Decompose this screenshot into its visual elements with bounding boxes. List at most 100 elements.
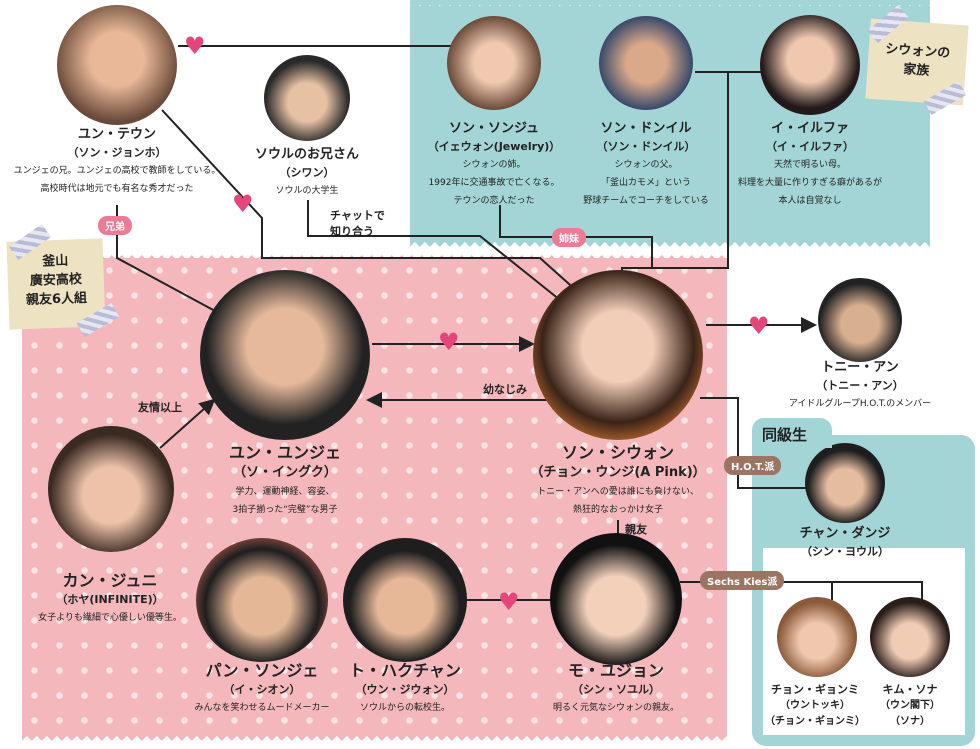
more-than-friends-label: 友情以上	[138, 401, 182, 414]
zigzag-edge	[410, 0, 930, 6]
person-desc: 学力、運動神経、容姿、	[235, 487, 335, 497]
person-name: ソウルのお兄さん	[254, 147, 359, 162]
childhood-friend-label: 幼なじみ	[483, 383, 527, 396]
sisters-badge: 姉妹	[552, 228, 586, 247]
person-desc: ソウルからの転校生。	[359, 703, 450, 713]
zigzag-edge	[22, 736, 727, 744]
line-seoul-siwon	[307, 200, 561, 301]
photo-danji	[805, 443, 885, 523]
chat-label: チャットで 知り合う	[330, 208, 385, 240]
person-name: ソン・ソンジュ	[448, 121, 540, 136]
person-actor: （トニー・アン）	[816, 379, 904, 392]
person-desc: 料理を大量に作りすぎる癖があるが	[737, 178, 882, 188]
person-yujeong: モ・ユジョン （シン・ソユル） 明るく元気なシウォンの親友。	[486, 660, 746, 717]
heart-icon: ♥	[438, 328, 460, 356]
person-desc: 高校時代は地元でも有名な秀才だった	[40, 184, 194, 194]
person-name: カン・ジュニ	[62, 571, 158, 590]
person-junhee: カン・ジュニ （ホヤ(INFINITE)） 女子よりも繊細で心優しい優等生。	[0, 570, 240, 627]
person-dongil: ソン・ドンイル （ソン・ドンイル） シウォンの父。 「釜山カモメ」という 野球チ…	[516, 119, 776, 210]
zigzag-edge	[410, 242, 930, 252]
person-actor: （シワン）	[279, 166, 335, 179]
person-taewoong: ユン・テウン （ソン・ジョンホ） ユンジェの兄。ユンジェの高校で教師をしている。…	[0, 125, 247, 198]
person-name: パン・ソンジェ	[205, 661, 319, 680]
heart-icon: ♥	[184, 32, 206, 60]
person-name: キム・ソナ	[882, 683, 938, 696]
person-desc: 本人は自覚なし	[778, 196, 842, 206]
brothers-badge: 兄弟	[98, 216, 132, 235]
person-name: チャン・ダンジ	[799, 526, 891, 541]
person-desc: シウォンの姉。	[462, 160, 526, 170]
person-actor: （イ・シオン）	[223, 683, 301, 696]
person-actor: （ソン・ドンイル）	[596, 140, 696, 153]
person-actor: （シン・ヨウル）	[801, 545, 889, 558]
hot-fan-badge: H.O.T.派	[724, 456, 782, 475]
heart-icon: ♥	[232, 190, 254, 218]
photo-yunje	[200, 270, 370, 440]
photo-taewoong	[57, 5, 177, 125]
sechs-kies-fan-badge: Sechs Kies派	[700, 571, 785, 590]
person-name: イ・イルファ	[770, 121, 849, 136]
photo-ilhwa	[760, 15, 860, 115]
person-desc: 1992年に交通事故で亡くなる。	[428, 178, 560, 188]
person-desc: トニー・アンへの愛は誰にも負けない、	[537, 487, 699, 497]
person-actor: （チョン・ウンジ(A Pink)）	[530, 465, 706, 480]
person-pang: パン・ソンジェ （イ・シオン） みんなを笑わせるムードメーカー	[132, 660, 392, 717]
person-desc: 明るく元気なシウォンの親友。	[552, 703, 679, 713]
person-actor: （ソン・ジョンホ）	[67, 146, 167, 159]
chat-label-line: 知り合う	[330, 225, 374, 238]
person-name: ソン・ドンイル	[600, 121, 692, 136]
person-actor: （ソ・イングク）	[233, 465, 337, 480]
person-desc: 天然で明るい母。	[773, 160, 846, 170]
person-desc: シウォンの父。	[614, 160, 678, 170]
photo-pang	[196, 538, 328, 662]
classmates-label: 同級生	[752, 418, 832, 448]
line-brothers	[116, 205, 229, 319]
person-desc: 女子よりも繊細で心優しい優等生。	[38, 613, 182, 623]
person-danji: チャン・ダンジ （シン・ヨウル）	[715, 524, 975, 561]
photo-junhee	[48, 426, 174, 552]
person-desc: みんなを笑わせるムードメーカー	[194, 703, 330, 713]
person-name: ユン・テウン	[77, 127, 156, 142]
person-actor: （ホヤ(INFINITE)）	[56, 593, 164, 606]
person-name: チョン・ギョンミ	[771, 683, 859, 696]
photo-yujeong	[550, 533, 682, 665]
person-desc: ソウルの大学生	[275, 186, 339, 196]
person-actor: （ウントッキ）	[780, 700, 850, 711]
person-desc: ユンジェの兄。ユンジェの高校で教師をしている。	[13, 166, 221, 176]
line-taewoong-siwon	[161, 109, 579, 293]
person-desc: 3拍子揃った“完璧”な男子	[232, 505, 338, 515]
person-actor-name: （ソナ）	[890, 716, 930, 727]
person-siwon: ソン・シウォン （チョン・ウンジ(A Pink)） トニー・アンへの愛は誰にも負…	[488, 442, 748, 519]
note-line: 親友6人組	[25, 290, 88, 309]
person-desc: アイドルグループH.O.T.のメンバー	[788, 399, 932, 409]
person-jeongmi: チョン・ギョンミ （ウントッキ） （チョン・ギョンミ）	[755, 681, 875, 730]
heart-icon: ♥	[748, 312, 770, 340]
photo-tony	[818, 278, 902, 362]
photo-dongil	[599, 16, 693, 110]
person-actor: （ウン・ジウォン）	[355, 683, 455, 696]
person-name: トニー・アン	[821, 360, 899, 375]
person-tony: トニー・アン （トニー・アン） アイドルグループH.O.T.のメンバー	[730, 358, 980, 413]
person-actor: （イェウォン(Jewelry)）	[427, 140, 561, 153]
person-sona: キム・ソナ （ウン閣下） （ソナ）	[860, 681, 960, 730]
heart-icon: ♥	[498, 588, 520, 616]
person-actor-name: （チョン・ギョンミ）	[765, 716, 865, 727]
person-name: ト・ハクチャン	[349, 661, 461, 680]
person-seoul-brother: ソウルのお兄さん （シワン） ソウルの大学生	[177, 145, 437, 200]
photo-sona	[870, 597, 950, 677]
person-desc: 野球チームでコーチをしている	[583, 196, 709, 206]
arrow-junhee-yunje	[159, 398, 216, 449]
photo-seoul-brother	[264, 55, 350, 141]
photo-songju	[447, 16, 541, 110]
person-actor: （イ・イルファ）	[766, 140, 854, 153]
zigzag-edge	[22, 250, 727, 260]
person-hakchan: ト・ハクチャン （ウン・ジウォン） ソウルからの転校生。	[275, 660, 535, 717]
person-ilhwa: イ・イルファ （イ・イルファ） 天然で明るい母。 料理を大量に作りすぎる癖がある…	[680, 119, 940, 210]
line-siwon-danji	[700, 397, 806, 489]
best-friend-label: 親友	[625, 523, 647, 536]
chat-label-line: チャットで	[330, 209, 385, 222]
photo-hakchan	[343, 538, 467, 662]
person-desc: 熱狂的なおっかけ女子	[572, 505, 663, 515]
person-desc: テウンの恋人だった	[453, 196, 535, 206]
